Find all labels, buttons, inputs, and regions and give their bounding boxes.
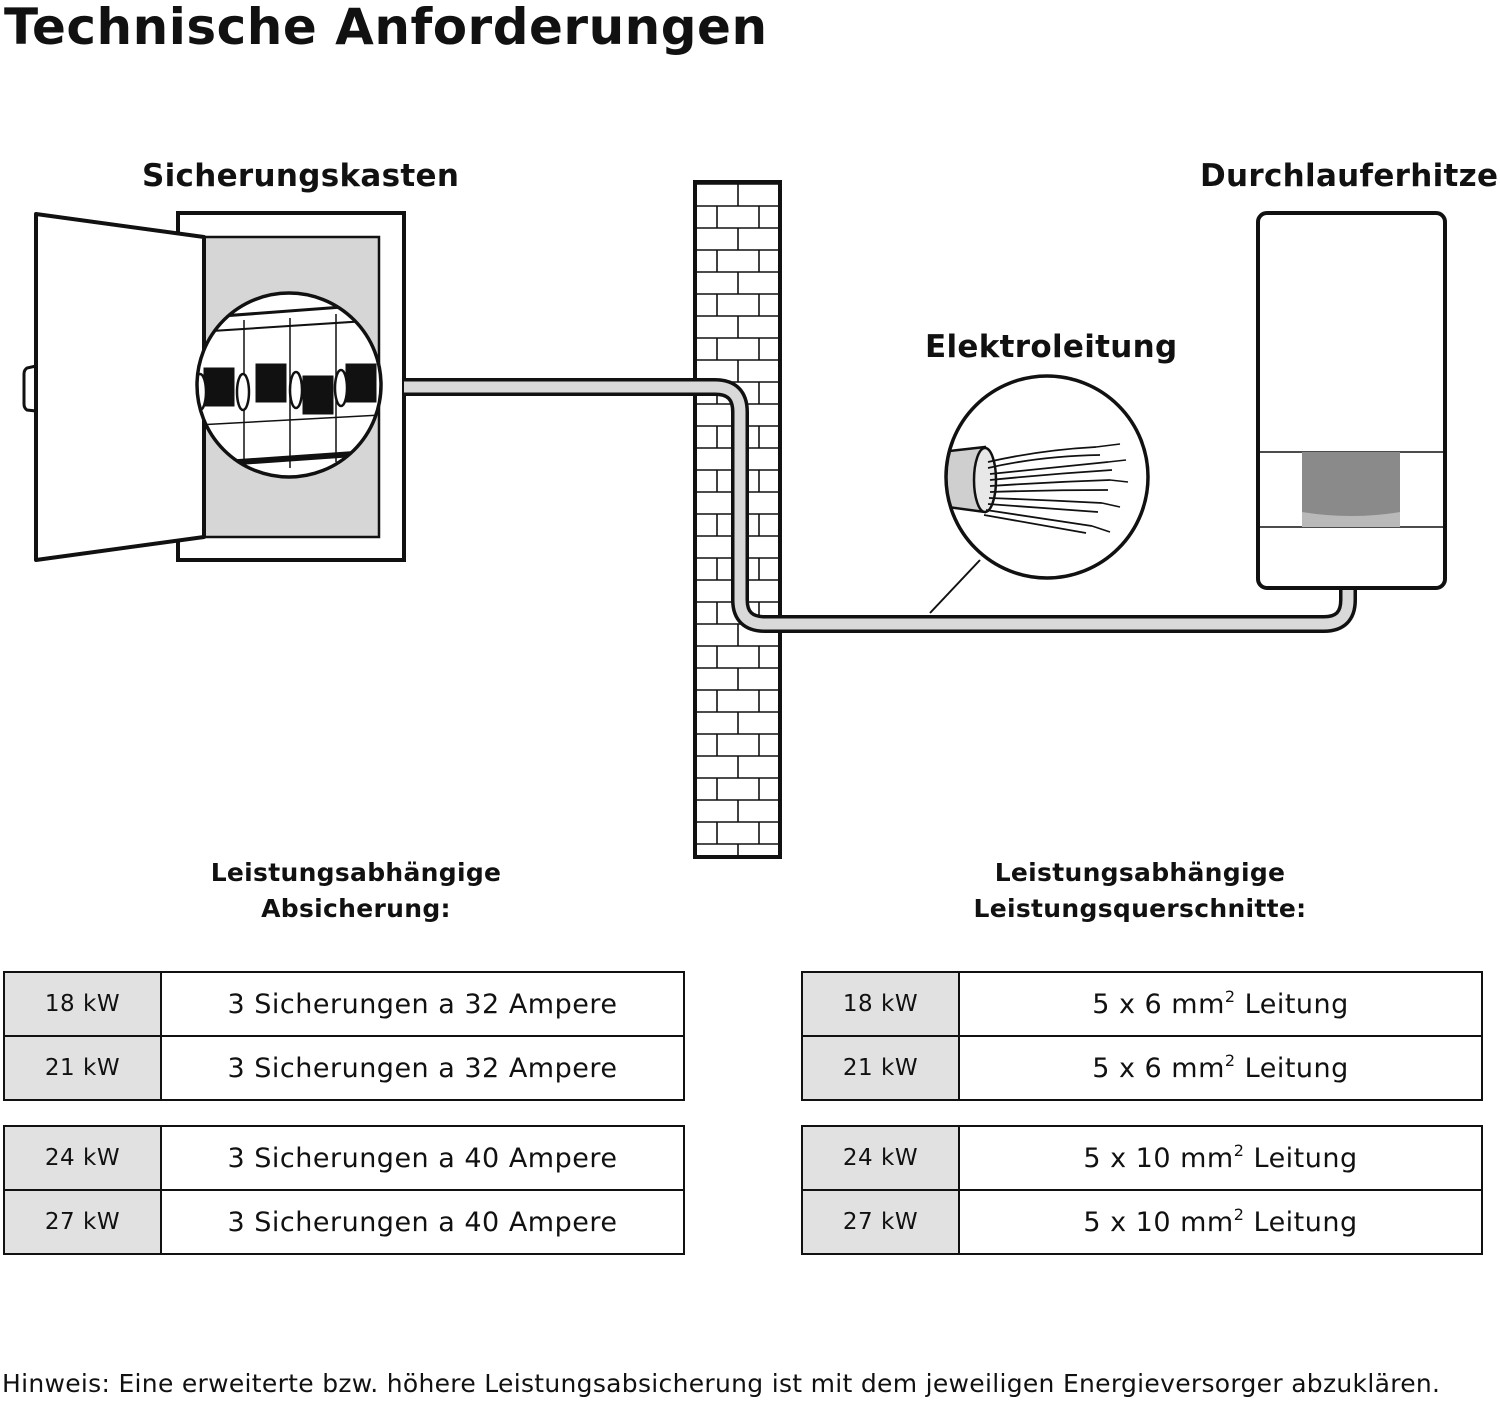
table-row: 24 kW 3 Sicherungen a 40 Ampere <box>3 1125 685 1191</box>
table-row: 24 kW 5 x 10 mm2 Leitung <box>801 1125 1483 1191</box>
left-heading-line1: Leistungsabhängige <box>210 858 502 887</box>
water-heater-illustration <box>1256 211 1447 590</box>
electric-cable <box>404 378 1357 633</box>
fuse-box-illustration <box>22 211 406 562</box>
cable-spec-cell: 5 x 6 mm2 Leitung <box>958 971 1483 1037</box>
water-heater-label: Durchlauferhitzer <box>1200 158 1500 194</box>
table-row: 21 kW 3 Sicherungen a 32 Ampere <box>3 1035 685 1101</box>
power-cell: 21 kW <box>3 1035 162 1101</box>
left-section-heading: Leistungsabhängige Absicherung: <box>146 855 566 927</box>
fuse-box-label: Sicherungskasten <box>142 158 460 194</box>
right-heading-line2: Leistungsquerschnitte: <box>973 894 1307 923</box>
page-title: Technische Anforderungen <box>4 0 768 56</box>
cable-magnifier <box>929 374 1150 614</box>
cable-table-group-1: 18 kW 5 x 6 mm2 Leitung 21 kW 5 x 6 mm2 … <box>801 971 1483 1101</box>
door-handle <box>22 364 37 413</box>
power-cell: 24 kW <box>3 1125 162 1191</box>
footnote: Hinweis: Eine erweiterte bzw. höhere Lei… <box>2 1369 1441 1398</box>
power-cell: 27 kW <box>801 1189 960 1255</box>
cable-spec-cell: 5 x 6 mm2 Leitung <box>958 1035 1483 1101</box>
fuse-spec-cell: 3 Sicherungen a 40 Ampere <box>160 1125 685 1191</box>
fuse-spec-cell: 3 Sicherungen a 32 Ampere <box>160 1035 685 1101</box>
table-row: 18 kW 5 x 6 mm2 Leitung <box>801 971 1483 1037</box>
power-cell: 18 kW <box>3 971 162 1037</box>
power-cell: 27 kW <box>3 1189 162 1255</box>
installation-illustration <box>22 180 1447 859</box>
cable-spec-cell: 5 x 10 mm2 Leitung <box>958 1125 1483 1191</box>
table-row: 18 kW 3 Sicherungen a 32 Ampere <box>3 971 685 1037</box>
cable-label: Elektroleitung <box>925 329 1178 365</box>
cable-table-group-2: 24 kW 5 x 10 mm2 Leitung 27 kW 5 x 10 mm… <box>801 1125 1483 1255</box>
right-heading-line1: Leistungsabhängige <box>994 858 1286 887</box>
fuse-box-door <box>34 212 206 562</box>
fuse-magnifier <box>195 291 383 479</box>
left-heading-line2: Absicherung: <box>261 894 451 923</box>
fuse-spec-cell: 3 Sicherungen a 32 Ampere <box>160 971 685 1037</box>
table-row: 21 kW 5 x 6 mm2 Leitung <box>801 1035 1483 1101</box>
power-cell: 24 kW <box>801 1125 960 1191</box>
power-cell: 21 kW <box>801 1035 960 1101</box>
fuse-table-group-2: 24 kW 3 Sicherungen a 40 Ampere 27 kW 3 … <box>3 1125 685 1255</box>
right-section-heading: Leistungsabhängige Leistungsquerschnitte… <box>930 855 1350 927</box>
cable-spec-cell: 5 x 10 mm2 Leitung <box>958 1189 1483 1255</box>
fuse-table-group-1: 18 kW 3 Sicherungen a 32 Ampere 21 kW 3 … <box>3 971 685 1101</box>
fuse-spec-cell: 3 Sicherungen a 40 Ampere <box>160 1189 685 1255</box>
power-cell: 18 kW <box>801 971 960 1037</box>
table-row: 27 kW 5 x 10 mm2 Leitung <box>801 1189 1483 1255</box>
table-row: 27 kW 3 Sicherungen a 40 Ampere <box>3 1189 685 1255</box>
